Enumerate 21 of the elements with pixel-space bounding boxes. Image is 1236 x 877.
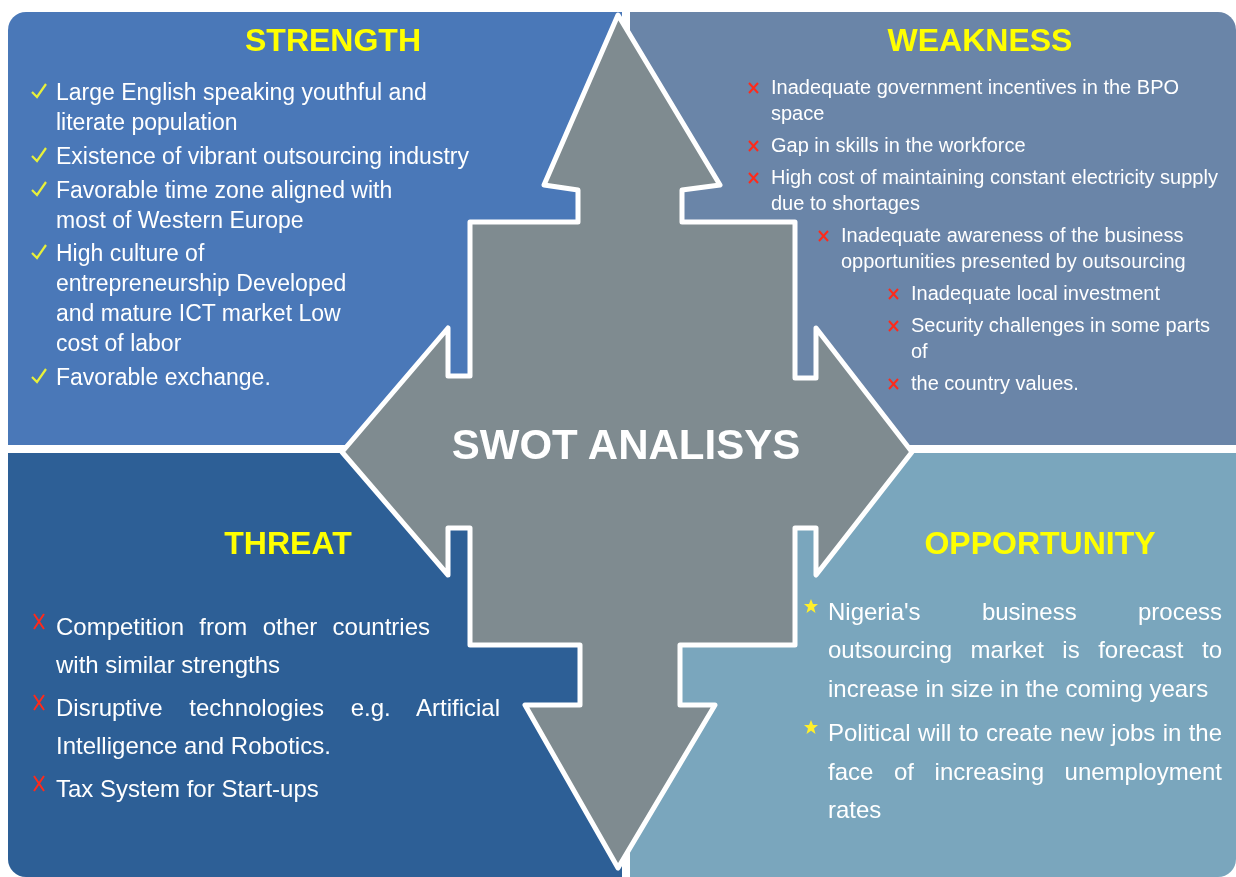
bullet-text: Existence of vibrant outsourcing industry [56, 141, 469, 171]
bullet-text: Competition from other countries with similar strengths [56, 612, 430, 681]
bullet-text: Inadequate awareness of the business opportunities presented by outsourcing [841, 223, 1187, 274]
bullet-text: High cost of maintaining constant electricity supply due to shortages [771, 165, 1219, 216]
bullet-text: Nigeria's business process outsourcing market is forecast to increase in size in the coming years [828, 597, 1222, 704]
bullet-text: Tax System for Start-ups [56, 773, 319, 804]
section-heading: THREAT [223, 525, 353, 562]
section-heading: OPPORTUNITY [923, 525, 1157, 562]
bullet-text: High culture of entrepreneurship Developed and mature ICT market Low cost of labor [56, 239, 348, 359]
bullet-text: Favorable exchange. [56, 363, 271, 392]
section-heading: WEAKNESS [886, 22, 1074, 59]
bullet-text: Large English speaking youthful and literate population [56, 78, 428, 137]
bullet-text: Gap in skills in the workforce [771, 133, 1026, 158]
bullet-text: Political will to create new jobs in the face of increasing unemployment rates [828, 718, 1222, 825]
bullet-text: the country values. [911, 371, 1079, 396]
bullet-text: Disruptive technologies e.g. Artificial Intelligence and Robotics. [56, 692, 500, 762]
bullet-text: Favorable time zone aligned with most of Western Europe [56, 175, 394, 235]
center-title: SWOT ANALISYS [450, 421, 802, 469]
bullet-text: Inadequate government incentives in the BPO space [771, 75, 1181, 126]
bullet-text: Inadequate local investment [911, 281, 1161, 306]
section-heading: STRENGTH [244, 22, 422, 59]
